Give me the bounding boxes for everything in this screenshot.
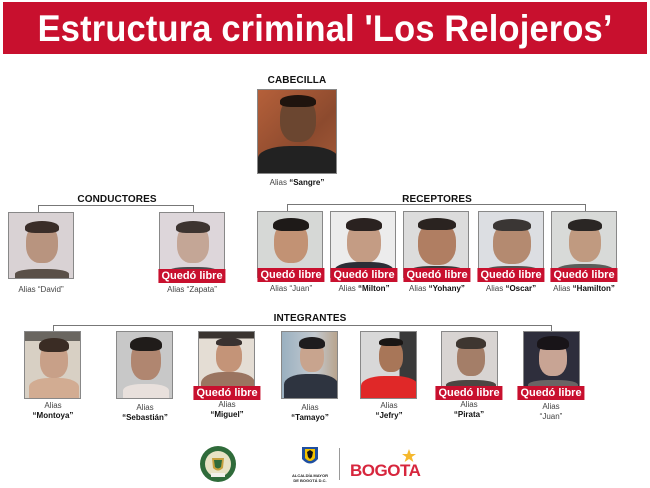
released-badge: Quedó libre	[257, 268, 325, 282]
released-badge: Quedó libre	[158, 269, 226, 283]
member-photo	[281, 331, 338, 399]
member-alias: Alias“Sebastián”	[122, 403, 168, 422]
member-card: Quedó libre Alias“Pirata”	[435, 331, 503, 426]
member-photo	[441, 331, 498, 391]
member-alias: Alias“Jefry”	[375, 401, 403, 420]
released-badge: Quedó libre	[403, 268, 471, 282]
members-connector-left	[53, 325, 54, 332]
receiver-alias: Alias “Milton”	[338, 284, 390, 293]
driver-card: Quedó libre Alias “Zapata”	[158, 212, 226, 300]
receiver-alias: Alias “Yohany”	[409, 284, 465, 293]
members-connector-right	[551, 325, 552, 332]
receiver-card: Quedó libre Alias “Hamilton”	[550, 211, 618, 299]
receiver-card: Quedó libre Alias “Juan”	[257, 211, 325, 299]
bogota-logo: BOGOTA	[350, 449, 430, 481]
drivers-connector	[38, 205, 193, 206]
released-badge: Quedó libre	[517, 386, 585, 400]
member-card: Quedó libre Alias“Juan”	[517, 331, 585, 426]
section-title-drivers: CONDUCTORES	[77, 194, 157, 205]
member-alias: Alias“Juan”	[539, 402, 563, 421]
drivers-connector-left	[38, 205, 39, 213]
member-card: Alias“Sebastián”	[116, 331, 174, 426]
bogota-coat-of-arms-icon	[302, 447, 318, 464]
receivers-connector-left	[287, 204, 288, 212]
members-connector	[53, 325, 551, 326]
member-photo	[116, 331, 173, 399]
member-alias: Alias“Miguel”	[210, 400, 244, 419]
member-alias: Alias“Tamayo”	[291, 403, 329, 422]
member-photo	[24, 331, 81, 399]
footer-divider	[339, 448, 340, 480]
driver-card: Alias “David”	[8, 212, 74, 300]
released-badge: Quedó libre	[330, 268, 398, 282]
driver-alias: Alias “David”	[18, 285, 64, 294]
police-shield-icon	[199, 445, 237, 483]
receivers-connector-right	[585, 204, 586, 212]
receiver-alias: Alias “Oscar”	[485, 284, 537, 293]
member-photo	[523, 331, 580, 391]
drivers-connector-right	[193, 205, 194, 213]
released-badge: Quedó libre	[477, 268, 545, 282]
member-alias: Alias“Pirata”	[453, 400, 485, 419]
member-card: Alias“Jefry”	[360, 331, 418, 426]
released-badge: Quedó libre	[550, 268, 618, 282]
driver-alias: Alias “Zapata”	[167, 285, 217, 294]
alcaldia-label: ALCALDÍA MAYOR DE BOGOTÁ D.C.	[292, 473, 328, 483]
alcaldia-logo: ALCALDÍA MAYOR DE BOGOTÁ D.C.	[290, 446, 330, 486]
member-card: Alias“Tamayo”	[281, 331, 339, 426]
receiver-alias: Alias “Hamilton”	[553, 284, 615, 293]
star-icon	[402, 449, 416, 462]
bogota-wordmark: BOGOTA	[350, 461, 421, 480]
section-title-members: INTEGRANTES	[273, 313, 347, 324]
page-title: Estructura criminal 'Los Relojeros’	[37, 7, 613, 49]
member-card: Quedó libre Alias“Miguel”	[193, 331, 261, 426]
leader-card: Alias “Sangre”	[256, 89, 338, 189]
member-alias: Alias“Montoya”	[32, 401, 74, 420]
receivers-connector	[287, 204, 585, 205]
member-card: Alias“Montoya”	[24, 331, 82, 426]
section-title-receivers: RECEPTORES	[402, 194, 472, 205]
released-badge: Quedó libre	[193, 386, 261, 400]
receiver-alias: Alias “Juan”	[269, 284, 313, 293]
member-photo	[360, 331, 417, 399]
receiver-card: Quedó libre Alias “Yohany”	[403, 211, 471, 299]
title-banner: Estructura criminal 'Los Relojeros’	[3, 2, 647, 54]
section-title-leader: CABECILLA	[267, 75, 327, 86]
released-badge: Quedó libre	[435, 386, 503, 400]
receiver-card: Quedó libre Alias “Oscar”	[477, 211, 545, 299]
leader-photo	[257, 89, 337, 174]
leader-alias: Alias “Sangre”	[269, 178, 325, 187]
receiver-card: Quedó libre Alias “Milton”	[330, 211, 398, 299]
driver-photo	[8, 212, 74, 279]
